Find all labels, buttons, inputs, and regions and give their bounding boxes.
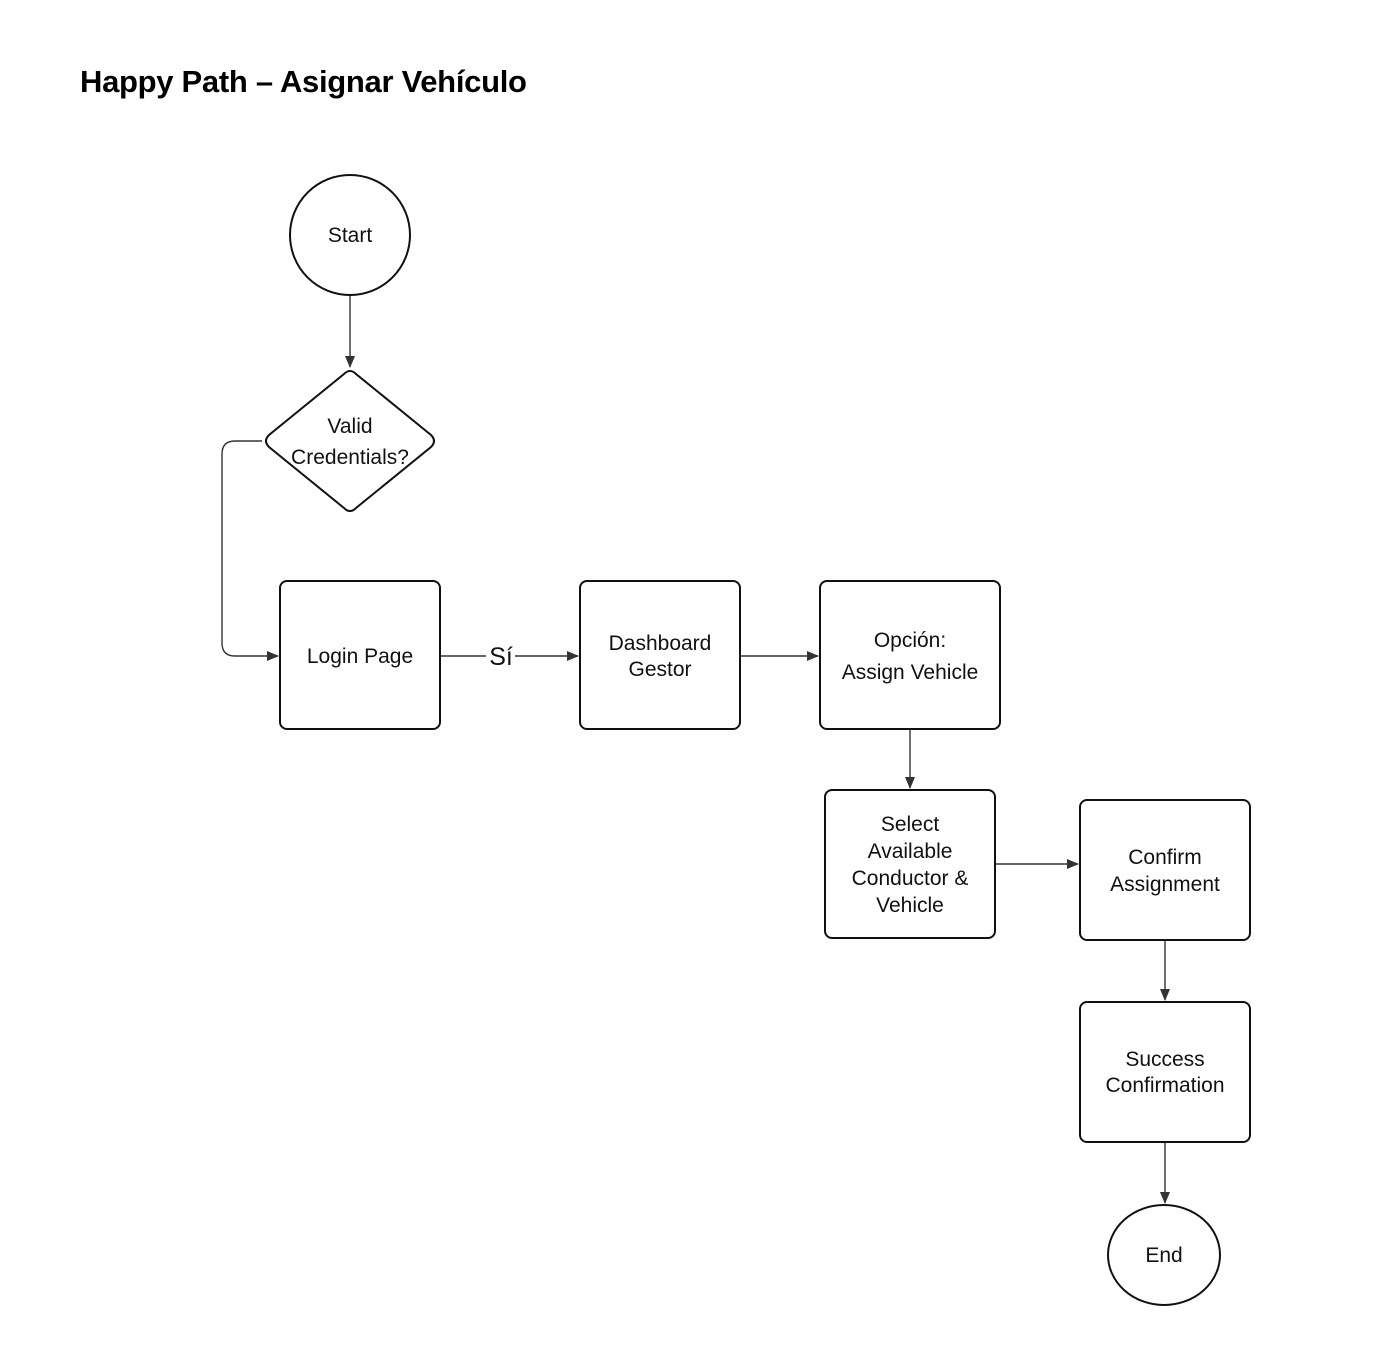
assign-option-label-line-1: Opción: xyxy=(874,629,946,652)
confirm-box xyxy=(1079,799,1251,941)
select-box xyxy=(824,789,996,939)
dashboard-label-line-2: Gestor xyxy=(628,658,691,681)
assign-option-box xyxy=(819,580,1001,730)
dashboard-gestor-box xyxy=(579,580,741,730)
edge-decision-to-login xyxy=(221,440,279,661)
success-label-line-1: Success xyxy=(1125,1048,1204,1071)
decision-label-line-2: Credentials? xyxy=(291,446,409,469)
dashboard-gestor-node[interactable]: Dashboard Gestor xyxy=(579,580,741,730)
select-label-line-1: Select xyxy=(881,813,940,836)
confirm-label-line-1: Confirm xyxy=(1128,846,1202,869)
start-node[interactable]: Start xyxy=(289,174,411,296)
confirm-label-line-2: Assignment xyxy=(1110,873,1220,896)
login-page-box xyxy=(279,580,441,730)
connectors xyxy=(221,295,1170,1204)
end-node[interactable]: End xyxy=(1107,1204,1221,1306)
end-ellipse xyxy=(1107,1204,1221,1306)
decision-diamond xyxy=(265,370,435,512)
success-label-line-2: Confirmation xyxy=(1105,1074,1224,1097)
select-conductor-vehicle-node[interactable]: Select Available Conductor & Vehicle xyxy=(824,789,996,939)
confirm-assignment-node[interactable]: Confirm Assignment xyxy=(1079,799,1251,941)
success-box xyxy=(1079,1001,1251,1143)
select-label-line-3: Conductor & xyxy=(852,867,969,890)
valid-credentials-decision[interactable]: Valid Credentials? xyxy=(265,370,435,512)
end-label: End xyxy=(1145,1244,1182,1267)
success-confirmation-node[interactable]: Success Confirmation xyxy=(1079,1001,1251,1143)
start-label: Start xyxy=(328,224,373,247)
dashboard-label-line-1: Dashboard xyxy=(609,632,712,655)
edge-label-si: Sí xyxy=(489,643,513,671)
select-label-line-2: Available xyxy=(868,840,953,863)
login-page-node[interactable]: Login Page xyxy=(279,580,441,730)
select-label-line-4: Vehicle xyxy=(876,894,944,917)
start-circle xyxy=(289,174,411,296)
page-title: Happy Path – Asignar Vehículo xyxy=(80,64,527,99)
login-page-label: Login Page xyxy=(307,645,413,668)
assign-vehicle-option-node[interactable]: Opción: Assign Vehicle xyxy=(819,580,1001,730)
decision-label-line-1: Valid xyxy=(327,415,372,438)
assign-option-label-line-2: Assign Vehicle xyxy=(842,661,979,684)
